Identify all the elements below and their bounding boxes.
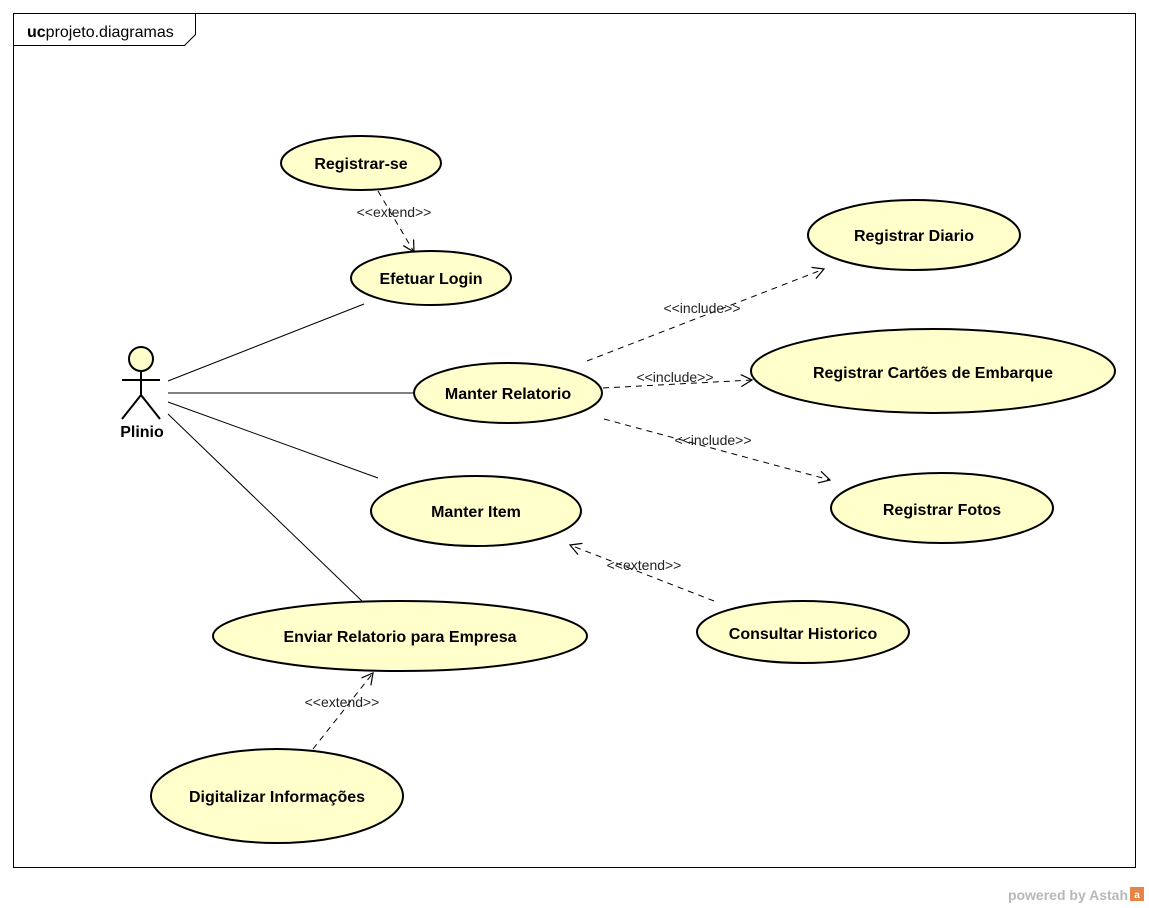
watermark-text: powered by Astah <box>1008 887 1128 903</box>
stereotype-extend-registrar: <<extend>> <box>357 204 432 220</box>
frame-title: ucprojeto.diagramas <box>27 24 174 41</box>
actor-name: Plinio <box>120 424 164 441</box>
usecase-enviar-relatorio[interactable]: Enviar Relatorio para Empresa <box>212 600 588 672</box>
usecase-registrar-diario-label: Registrar Diario <box>854 228 974 245</box>
usecase-registrar-fotos-label: Registrar Fotos <box>883 502 1001 519</box>
actor-stick-figure-icon <box>121 346 161 420</box>
usecase-manter-item-label: Manter Item <box>431 504 521 521</box>
usecase-manter-relatorio-label: Manter Relatorio <box>445 386 571 403</box>
association-enviar-relatorio <box>167 413 364 603</box>
frame-name: projeto.diagramas <box>46 24 174 41</box>
watermark: powered by Astah a <box>1008 887 1144 903</box>
usecase-consultar-historico-label: Consultar Historico <box>729 626 878 643</box>
astah-logo-icon: a <box>1130 887 1144 901</box>
diagram-frame <box>13 13 1136 868</box>
actor-plinio[interactable]: Plinio <box>120 346 164 441</box>
association-manter-item <box>167 401 379 479</box>
usecase-efetuar-login[interactable]: Efetuar Login <box>350 250 512 306</box>
include-registrar-diario-arrow <box>586 266 826 362</box>
usecase-efetuar-login-label: Efetuar Login <box>379 271 482 288</box>
stereotype-include-cartoes: <<include>> <box>636 369 713 385</box>
usecase-registrar-cartoes-label: Registrar Cartões de Embarque <box>813 365 1053 382</box>
frame-keyword: uc <box>27 24 46 41</box>
usecase-registrar-se[interactable]: Registrar-se <box>280 135 442 191</box>
usecase-manter-item[interactable]: Manter Item <box>370 475 582 547</box>
stereotype-extend-digitalizar: <<extend>> <box>305 694 380 710</box>
include-registrar-cartoes-arrow <box>602 374 754 389</box>
usecase-digitalizar-label: Digitalizar Informações <box>189 789 365 806</box>
usecase-manter-relatorio[interactable]: Manter Relatorio <box>413 362 603 424</box>
svg-text:a: a <box>1134 890 1140 901</box>
usecase-digitalizar-informacoes[interactable]: Digitalizar Informações <box>150 748 404 844</box>
usecase-registrar-cartoes[interactable]: Registrar Cartões de Embarque <box>750 328 1116 414</box>
stereotype-include-diario: <<include>> <box>663 300 740 316</box>
usecase-consultar-historico[interactable]: Consultar Historico <box>696 600 910 664</box>
association-efetuar-login <box>167 303 365 382</box>
include-registrar-fotos-arrow <box>603 418 832 484</box>
usecase-enviar-relatorio-label: Enviar Relatorio para Empresa <box>284 629 517 646</box>
extend-digitalizar-arrow <box>312 672 374 750</box>
extend-registrar-se-arrow <box>377 190 415 254</box>
usecase-registrar-fotos[interactable]: Registrar Fotos <box>830 472 1054 544</box>
frame-title-tab <box>13 13 196 46</box>
stereotype-include-fotos: <<include>> <box>674 432 751 448</box>
usecase-registrar-se-label: Registrar-se <box>314 156 407 173</box>
usecase-registrar-diario[interactable]: Registrar Diario <box>807 199 1021 271</box>
stereotype-extend-historico: <<extend>> <box>607 557 682 573</box>
extend-consultar-historico-arrow <box>568 542 715 602</box>
